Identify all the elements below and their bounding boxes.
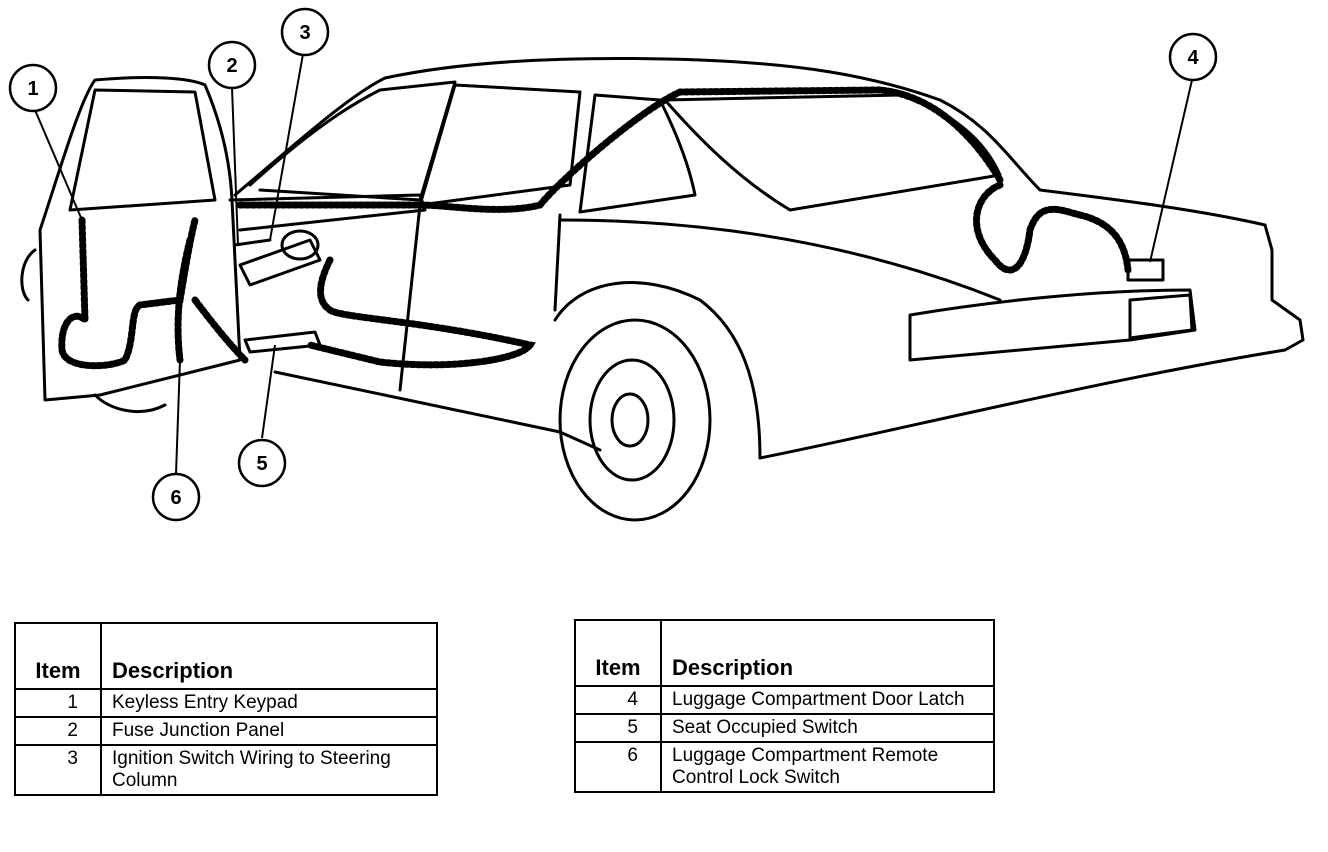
rear-side-window <box>578 93 697 214</box>
item-description: Luggage Compartment Door Latch <box>660 685 995 715</box>
rear-wheel-arch <box>553 281 762 460</box>
callout-label-3: 3 <box>299 22 310 44</box>
harness-trunk <box>973 181 1132 274</box>
callout-circle-1 <box>8 63 58 113</box>
harness-dash <box>236 86 1004 213</box>
front-wheel <box>93 393 167 414</box>
leader-6 <box>175 359 181 475</box>
callout-circle-4 <box>1168 32 1218 82</box>
callout-label-4: 4 <box>1187 47 1199 69</box>
leader-4 <box>1149 79 1193 263</box>
callout-circle-2 <box>207 40 257 90</box>
luggage-latch <box>1126 258 1165 282</box>
item-number: 4 <box>574 685 662 715</box>
car-roofline <box>233 56 1267 227</box>
header-description: Description <box>660 619 995 687</box>
door-window-frame <box>68 88 217 212</box>
leader-5 <box>261 344 276 439</box>
item-number: 3 <box>14 744 102 796</box>
door-line <box>398 203 562 392</box>
steering-hub <box>280 229 320 261</box>
car-body-line <box>233 218 1002 302</box>
dashboard <box>228 193 427 232</box>
item-number: 5 <box>574 713 662 743</box>
rear-wheel <box>558 318 712 522</box>
item-number: 1 <box>14 688 102 718</box>
leader-2 <box>231 87 239 246</box>
windshield <box>248 80 457 202</box>
item-description: Keyless Entry Keypad <box>100 688 438 718</box>
rear-wheel-rim <box>588 358 676 482</box>
item-description: Fuse Junction Panel <box>100 716 438 746</box>
table-header-row: Item Description <box>574 619 995 687</box>
harness-kick-panel <box>174 236 249 364</box>
table-row: 2 Fuse Junction Panel <box>14 716 438 746</box>
leader-3 <box>269 53 304 241</box>
legend-table-left: Item Description 1 Keyless Entry Keypad … <box>14 622 438 796</box>
vehicle-wiring-diagram: 1 2 3 4 5 6 <box>8 7 1305 522</box>
tail-light <box>908 288 1197 362</box>
item-description: Ignition Switch Wiring to Steering Colum… <box>100 744 438 796</box>
callout-label-2: 2 <box>226 55 237 77</box>
callout-label-6: 6 <box>170 487 181 509</box>
header-item: Item <box>14 622 102 690</box>
callout-label-5: 5 <box>256 453 267 475</box>
legend-table-right: Item Description 4 Luggage Compartment D… <box>574 619 995 793</box>
callout-circle-3 <box>280 7 330 57</box>
callout-label-1: 1 <box>27 78 38 100</box>
item-number: 2 <box>14 716 102 746</box>
leader-1 <box>34 109 83 221</box>
table-row: 6 Luggage Compartment Remote Control Loc… <box>574 741 995 793</box>
item-number: 6 <box>574 741 662 793</box>
front-side-window <box>418 83 582 207</box>
car-rear-deck <box>1263 223 1305 352</box>
front-tire-edge <box>20 248 37 302</box>
callout-circle-5 <box>237 438 287 488</box>
header-item: Item <box>574 619 662 687</box>
header-description: Description <box>100 622 438 690</box>
item-description: Luggage Compartment Remote Control Lock … <box>660 741 995 793</box>
table-row: 4 Luggage Compartment Door Latch <box>574 685 995 715</box>
seat-switch-bracket <box>243 330 322 354</box>
rear-wheel-hub <box>610 392 650 448</box>
callout-circle-6 <box>151 472 201 522</box>
item-description: Seat Occupied Switch <box>660 713 995 743</box>
license-area <box>1128 293 1194 340</box>
rear-window <box>663 93 1002 212</box>
harness-floor <box>306 256 536 369</box>
table-row: 1 Keyless Entry Keypad <box>14 688 438 718</box>
steering-column <box>238 238 322 287</box>
table-header-row: Item Description <box>14 622 438 690</box>
table-row: 3 Ignition Switch Wiring to Steering Col… <box>14 744 438 796</box>
open-door <box>38 76 242 402</box>
table-row: 5 Seat Occupied Switch <box>574 713 995 743</box>
